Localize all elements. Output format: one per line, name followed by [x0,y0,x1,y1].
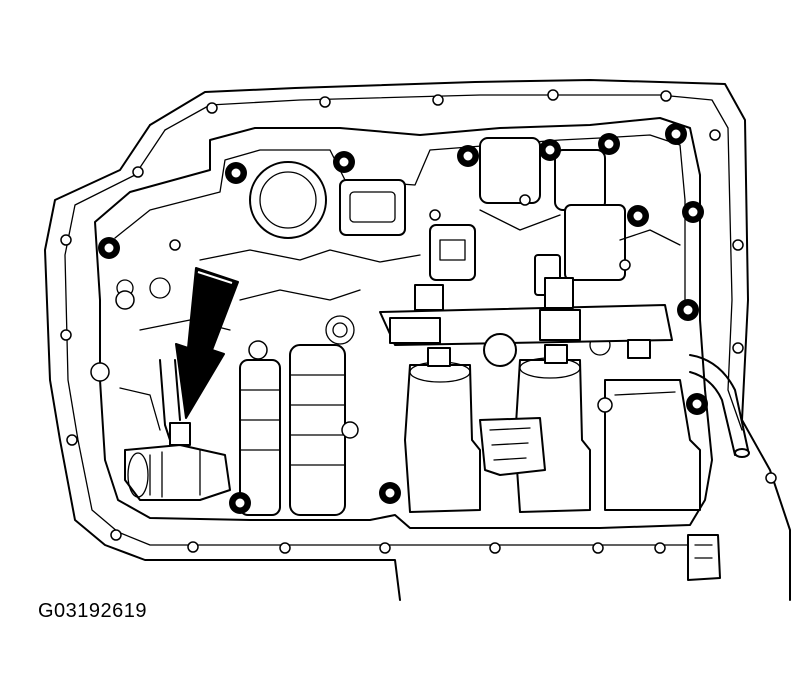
lower-bracket [687,534,721,581]
solenoid-bracket [379,277,673,346]
bolt-circle-icon [686,393,708,415]
bolt-circle-icon [225,162,247,184]
bolts [98,123,708,514]
solenoid-valves [239,333,701,516]
oil-pipe [689,354,750,458]
bolt-circle-icon [379,482,401,504]
valve-body [94,117,713,529]
bolt-circle-icon [598,133,620,155]
bolt-circle-icon [333,151,355,173]
bolt-circle-icon [682,201,704,223]
sensor [119,359,231,501]
bolt-circle-icon [98,237,120,259]
bolt-circle-icon [229,492,251,514]
bolt-circle-icon [457,145,479,167]
bolt-circle-icon [627,205,649,227]
bolt-circle-icon [677,299,699,321]
bolt-circle-icon [665,123,687,145]
figure-caption: G03192619 [38,600,148,622]
bolt-circle-icon [539,139,561,161]
case-outline [44,79,791,601]
arrow-down-icon [175,267,239,419]
mounting-holes [60,89,777,554]
